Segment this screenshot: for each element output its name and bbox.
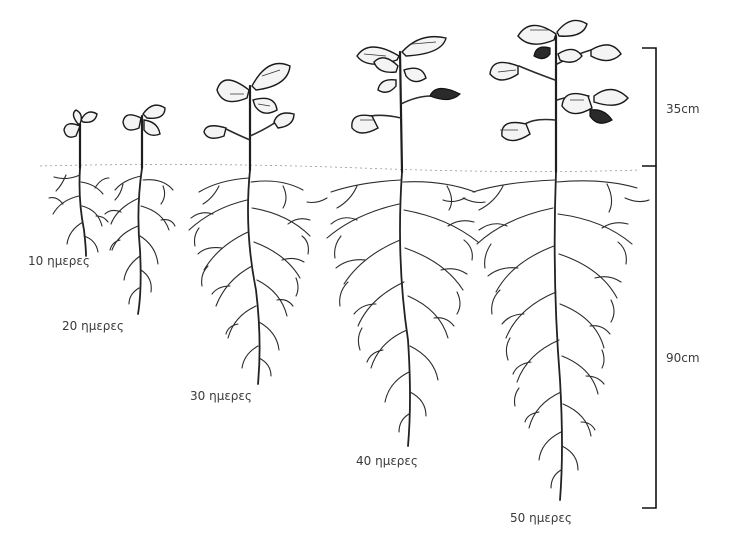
height-scale: 35cm 90cm bbox=[642, 48, 700, 508]
shoot-20-days bbox=[123, 105, 165, 168]
plant-20-days bbox=[105, 105, 175, 314]
roots-30-days bbox=[189, 170, 310, 384]
scale-bar-shoot bbox=[642, 48, 656, 166]
shoot-40-days bbox=[352, 37, 460, 172]
scale-bar-root bbox=[642, 166, 656, 508]
plant-40-days bbox=[307, 37, 485, 446]
label-20-days: 20 ημερες bbox=[62, 319, 124, 333]
plant-50-days bbox=[443, 20, 649, 500]
label-10-days: 10 ημερες bbox=[28, 254, 90, 268]
soil-line bbox=[40, 164, 640, 171]
label-40-days: 40 ημερες bbox=[356, 454, 418, 468]
scale-label-root: 90cm bbox=[666, 351, 700, 365]
roots-10-days bbox=[49, 168, 109, 256]
shoot-30-days bbox=[204, 64, 294, 171]
label-30-days: 30 ημερες bbox=[190, 389, 252, 403]
scale-label-shoot: 35cm bbox=[666, 102, 700, 116]
plant-30-days bbox=[189, 64, 310, 385]
roots-50-days bbox=[443, 172, 649, 500]
plant-10-days bbox=[49, 110, 109, 256]
roots-40-days bbox=[307, 172, 485, 446]
label-50-days: 50 ημερες bbox=[510, 511, 572, 525]
shoot-10-days bbox=[64, 110, 97, 168]
shoot-50-days bbox=[490, 20, 628, 172]
roots-20-days bbox=[105, 168, 175, 314]
